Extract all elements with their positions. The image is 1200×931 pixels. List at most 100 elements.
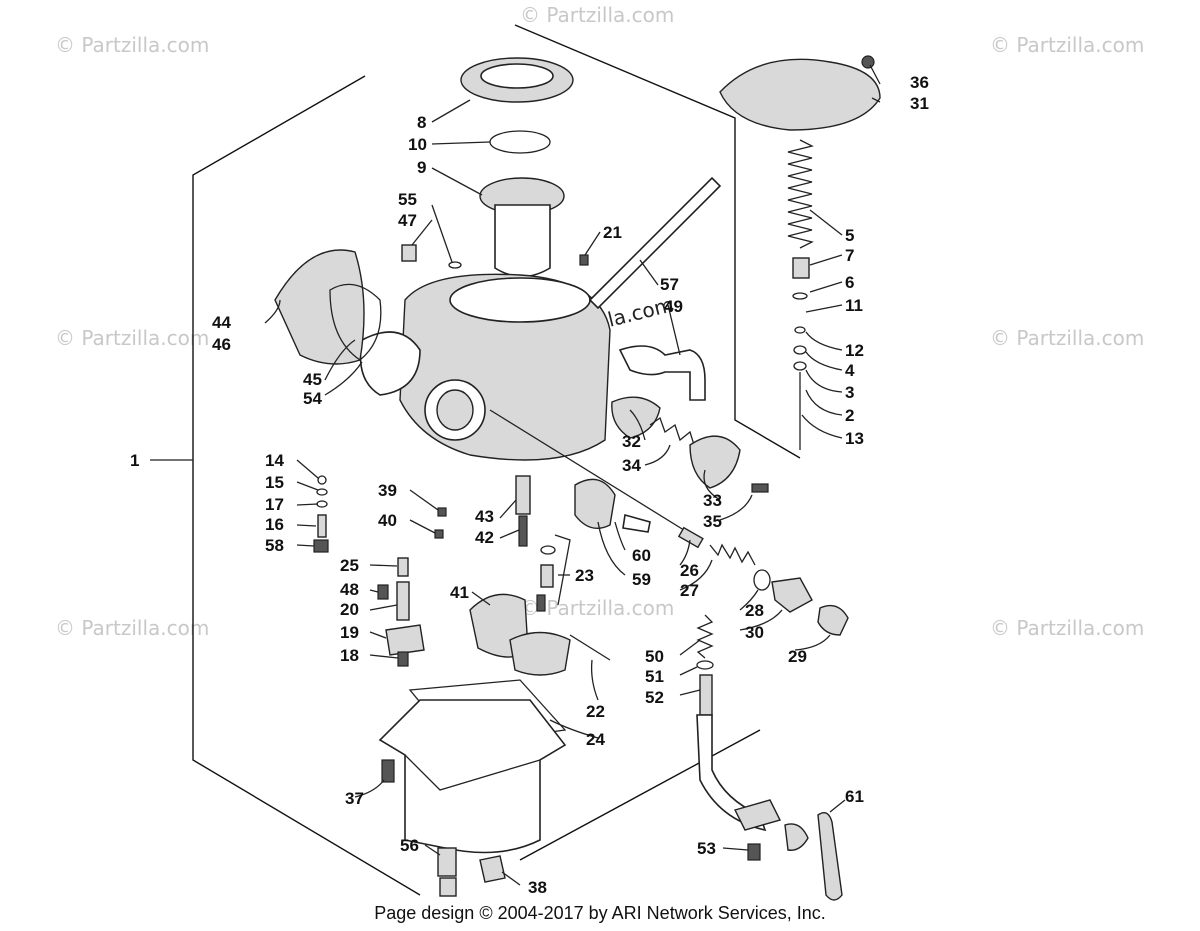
frame-bottom xyxy=(519,729,761,861)
part-21-screw xyxy=(579,254,589,266)
callout-5: 5 xyxy=(845,226,854,245)
callout-59: 59 xyxy=(632,570,651,589)
tubes xyxy=(588,176,722,401)
part-54-oring xyxy=(329,283,382,361)
callout-44: 44 xyxy=(212,313,231,332)
part-40-jet xyxy=(434,529,444,539)
callout-26: 26 xyxy=(680,561,699,580)
callout-19: 19 xyxy=(340,623,359,642)
watermark-top-left: © Partzilla.com xyxy=(55,33,209,57)
callout-25: 25 xyxy=(340,556,359,575)
callout-31: 31 xyxy=(910,94,929,113)
pilot-parts xyxy=(489,409,849,636)
carburetor-body xyxy=(274,244,611,461)
callout-43: 43 xyxy=(475,507,494,526)
part-26-screw xyxy=(677,526,704,549)
callout-46: 46 xyxy=(212,335,231,354)
part-42-needle xyxy=(518,515,528,547)
callout-36: 36 xyxy=(910,73,929,92)
part-55-washer xyxy=(448,261,462,269)
callout-60: 60 xyxy=(632,546,651,565)
callout-38: 38 xyxy=(528,878,547,897)
part-20-tube xyxy=(396,581,410,621)
footer-copyright: Page design © 2004-2017 by ARI Network S… xyxy=(374,903,826,923)
part-31-top-cover xyxy=(719,58,881,131)
watermark-low-right: © Partzilla.com xyxy=(990,616,1144,640)
callout-39: 39 xyxy=(378,481,397,500)
part-33-cover xyxy=(689,435,741,489)
part-61-strap xyxy=(817,812,843,901)
callout-50: 50 xyxy=(645,647,664,666)
callout-27: 27 xyxy=(680,581,699,600)
callout-3: 3 xyxy=(845,383,854,402)
callout-22: 22 xyxy=(586,702,605,721)
callout-20: 20 xyxy=(340,600,359,619)
callout-33: 33 xyxy=(703,491,722,510)
part-27-spring xyxy=(709,543,756,566)
frame-left xyxy=(192,75,421,896)
part-30-fitting xyxy=(771,577,813,613)
callout-29: 29 xyxy=(788,647,807,666)
bowl-body xyxy=(378,699,567,854)
callout-10: 10 xyxy=(408,135,427,154)
callout-8: 8 xyxy=(417,113,426,132)
callout-7: 7 xyxy=(845,246,854,265)
callout-30: 30 xyxy=(745,623,764,642)
callout-47: 47 xyxy=(398,211,417,230)
callout-18: 18 xyxy=(340,646,359,665)
callout-1: 1 xyxy=(130,451,139,470)
part-52-screw xyxy=(699,674,713,716)
part-28-oring xyxy=(753,569,771,591)
watermark-top-center: © Partzilla.com xyxy=(520,3,674,27)
jet-parts-left xyxy=(313,475,329,553)
callout-54: 54 xyxy=(303,389,322,408)
callout-28: 28 xyxy=(745,601,764,620)
part-47-cap xyxy=(401,244,417,262)
watermark-mid-right: © Partzilla.com xyxy=(990,326,1144,350)
inlet-bore xyxy=(359,331,421,396)
leader-lines xyxy=(264,64,881,886)
part-48-jet xyxy=(377,584,389,600)
callout-40: 40 xyxy=(378,511,397,530)
callout-61: 61 xyxy=(845,787,864,806)
part-19-holder xyxy=(385,624,425,656)
float-bowl xyxy=(378,679,567,897)
part-49-hose xyxy=(618,345,706,401)
part-41-float-right xyxy=(509,631,571,676)
callout-41: 41 xyxy=(450,583,469,602)
part-51-washer xyxy=(696,660,714,670)
inlet-parts xyxy=(460,57,574,278)
part-45-flange xyxy=(274,249,365,365)
idle-adjust-assembly xyxy=(696,614,809,861)
callout-21: 21 xyxy=(603,223,622,242)
part-10-ring xyxy=(489,130,551,154)
part-50-spring xyxy=(696,614,714,659)
part-35-screw xyxy=(751,483,769,493)
part-36-screw xyxy=(861,55,875,69)
top-cover-assembly xyxy=(719,55,881,450)
part-23-seat xyxy=(540,564,554,588)
callout-13: 13 xyxy=(845,429,864,448)
part-25-emulsion xyxy=(397,557,409,577)
watermark-top-right: © Partzilla.com xyxy=(990,33,1144,57)
callout-34: 34 xyxy=(622,456,641,475)
callout-4: 4 xyxy=(845,361,855,380)
callout-11: 11 xyxy=(845,296,863,315)
part-60-screw xyxy=(622,513,651,533)
part-29-cap xyxy=(817,604,849,636)
watermark-low-left: © Partzilla.com xyxy=(55,616,209,640)
part-57-tube xyxy=(588,176,722,310)
float-parts xyxy=(469,593,611,676)
part-38-drain-screw xyxy=(479,855,506,883)
part-59-plunger-body xyxy=(574,478,616,529)
part-5-spring xyxy=(787,139,814,249)
callout-51: 51 xyxy=(645,667,664,686)
callout-32: 32 xyxy=(622,432,641,451)
callout-24: 24 xyxy=(586,730,605,749)
callout-56: 56 xyxy=(400,836,419,855)
part-56-plug xyxy=(437,847,457,877)
callout-23: 23 xyxy=(575,566,594,585)
part-22-pin xyxy=(569,634,611,661)
assembly-frame xyxy=(150,24,801,896)
part-18-jet xyxy=(397,651,409,667)
